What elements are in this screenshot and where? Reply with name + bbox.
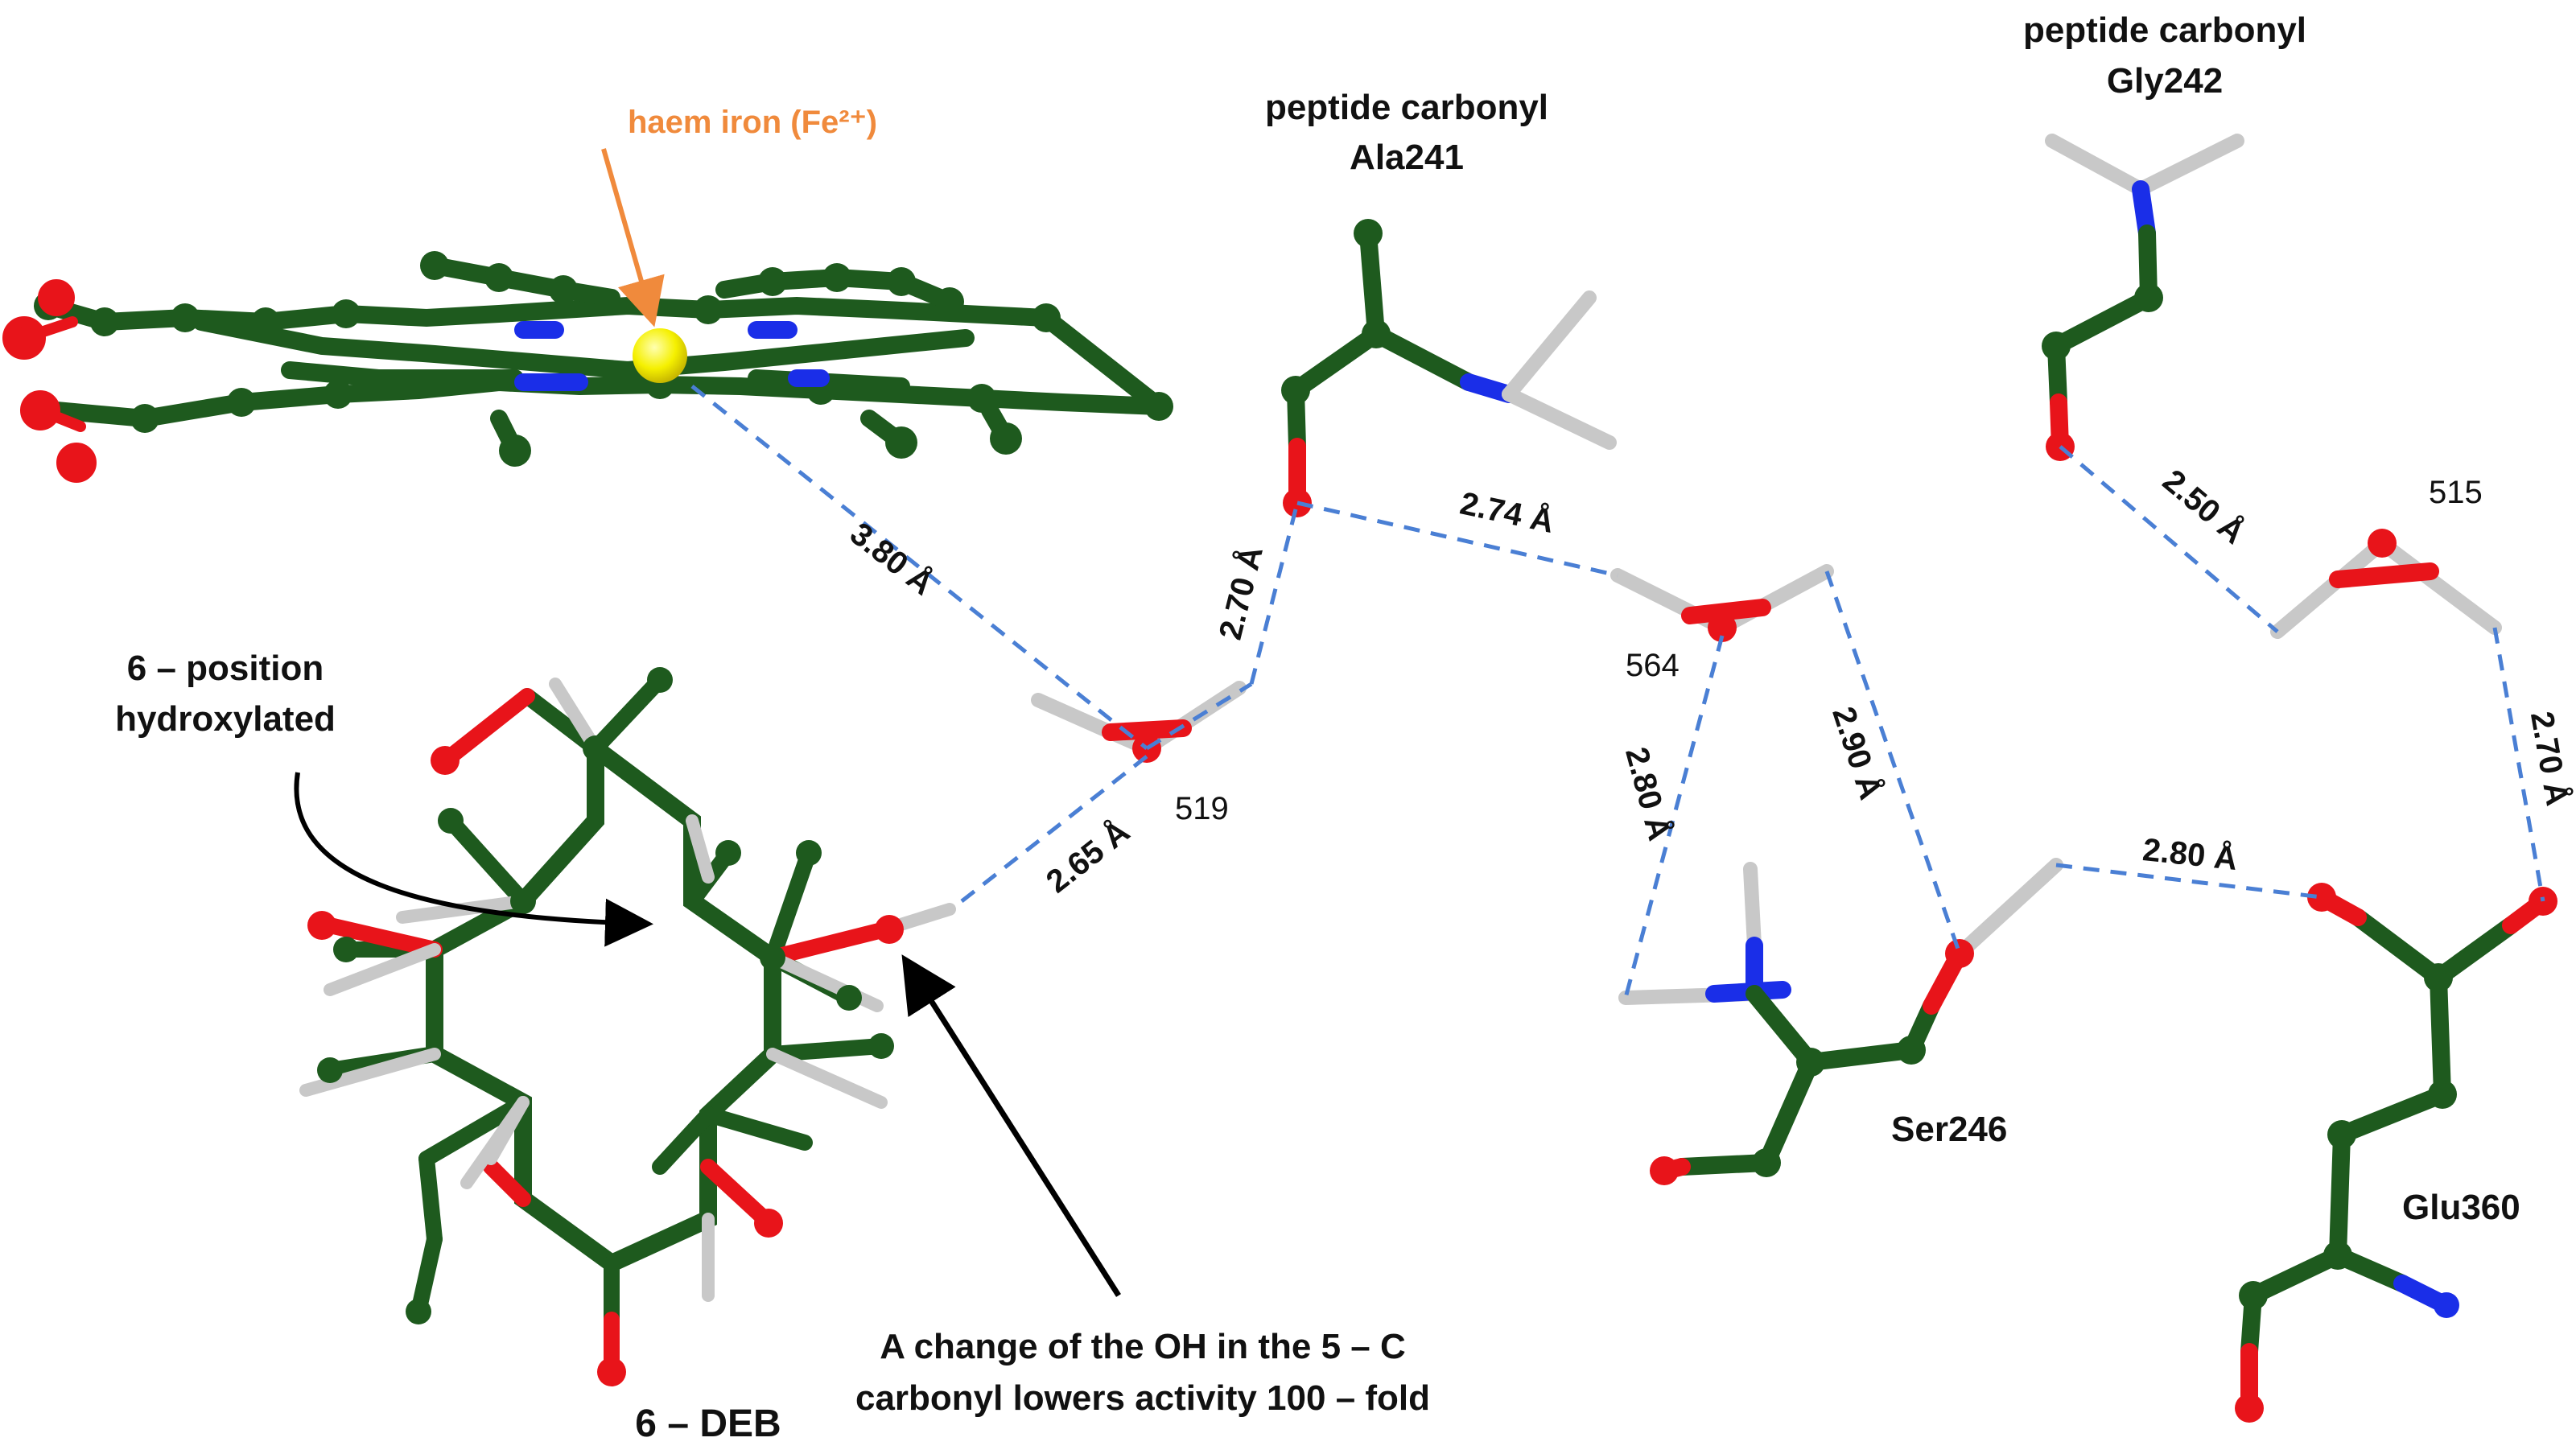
deb-molecule	[299, 667, 956, 1386]
hbond-deb-519	[960, 755, 1148, 903]
hbond-515-glu	[2492, 627, 2545, 902]
hbond-564-ser-o	[1824, 571, 1962, 954]
haem-group	[2, 251, 1173, 483]
carbonyl-note-line2: carbonyl lowers activity 100 – fold	[855, 1378, 1430, 1418]
gly242-name: Gly242	[2107, 61, 2223, 101]
dist-564-ser-n: 2.80 Å	[1618, 744, 1678, 844]
water-515	[2270, 529, 2502, 639]
ala241-name: Ala241	[1350, 138, 1464, 177]
haem-iron-arrow	[601, 148, 665, 327]
water-515-label: 515	[2429, 475, 2483, 510]
dist-515-glu: 2.70 Å	[2524, 709, 2576, 809]
hbond-ala-564	[1296, 500, 1618, 578]
dist-deb-519: 2.65 Å	[1039, 813, 1136, 900]
ser246-label: Ser246	[1891, 1110, 2007, 1149]
dist-gly-515: 2.50 Å	[2156, 463, 2252, 551]
water-564-label: 564	[1626, 648, 1680, 683]
water-519-label: 519	[1175, 791, 1229, 826]
glu360-residue	[2235, 883, 2557, 1423]
hydrogen-bonds	[690, 385, 2545, 999]
carbonyl-arrow	[901, 954, 1121, 1297]
hbond-519-ala-b	[1249, 502, 1300, 685]
water-564	[1610, 564, 1834, 642]
ala241-title: peptide carbonyl	[1265, 88, 1548, 127]
gly242-title: peptide carbonyl	[2023, 10, 2306, 50]
glu360-label: Glu360	[2402, 1188, 2520, 1227]
position6-arrow	[294, 772, 653, 947]
haem-iron-label: haem iron (Fe²⁺)	[628, 105, 877, 140]
hbond-519-ala-a	[1145, 682, 1253, 751]
deb-label: 6 – DEB	[635, 1403, 781, 1445]
gly242-residue	[2042, 134, 2244, 461]
dist-564-ser-o: 2.90 Å	[1825, 702, 1889, 804]
carbonyl-note-line1: A change of the OH in the 5 – C	[880, 1327, 1406, 1366]
ser246-residue	[1618, 858, 2063, 1185]
hbond-gly-515	[2059, 445, 2279, 633]
hbond-ser-glu	[2055, 863, 2323, 900]
water-519	[1031, 681, 1247, 763]
dist-519-ala: 2.70 Å	[1212, 542, 1270, 643]
ala241-residue	[1281, 219, 1617, 517]
position6-label-line2: hydroxylated	[115, 699, 336, 739]
dist-ser-glu: 2.80 Å	[2141, 831, 2239, 877]
dist-fe-519: 3.80 Å	[843, 515, 941, 602]
iron-atom	[633, 328, 687, 383]
hbond-564-ser-n	[1623, 635, 1725, 999]
dist-ala-564: 2.74 Å	[1457, 485, 1557, 541]
hbond-fe-519	[690, 385, 1148, 750]
position6-label-line1: 6 – position	[127, 649, 324, 688]
